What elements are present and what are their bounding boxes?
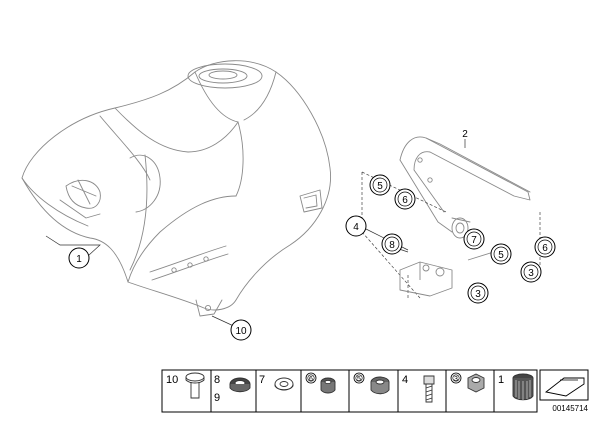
legend-item-1[interactable]: 1 [498,373,534,401]
grommet-icon [229,377,251,393]
svg-text:10: 10 [166,374,178,386]
svg-text:7: 7 [259,374,265,386]
nut-icon [467,373,485,393]
fuel-tank-drawing [21,60,332,317]
callout-2[interactable]: 2 [462,129,468,140]
callout-5-upper[interactable]: 5 [369,174,391,196]
callout-10[interactable]: 10 [230,319,252,341]
reference-number: 00145714 [552,404,588,413]
svg-text:3: 3 [454,376,458,383]
callout-5-lower[interactable]: 5 [490,243,512,265]
navigation-arrow-icon[interactable] [539,369,589,401]
callout-6-lower[interactable]: 6 [534,236,556,258]
bolt-icon [423,375,435,403]
svg-text:5: 5 [357,376,361,383]
callout-1[interactable]: 1 [68,247,90,269]
svg-text:4: 4 [353,222,359,233]
svg-text:8: 8 [214,374,220,386]
svg-text:6: 6 [542,243,548,254]
legend-item-8-9[interactable]: 8 9 [214,374,251,404]
legend-item-7[interactable]: 7 [259,374,294,391]
svg-text:3: 3 [475,289,481,300]
washer-icon [274,377,294,391]
legend-item-4[interactable]: 4 [402,374,435,403]
callout-7[interactable]: 7 [463,228,485,250]
svg-text:3: 3 [528,268,534,279]
legend-item-3[interactable]: 3 [450,372,485,393]
legend-item-6[interactable]: 6 [305,372,336,394]
callout-6-upper[interactable]: 6 [394,188,416,210]
svg-text:8: 8 [389,240,395,251]
legend-item-5[interactable]: 5 [353,372,390,395]
callout-4[interactable]: 4 [345,215,367,237]
svg-text:6: 6 [309,376,313,383]
callout-leaders [45,139,466,329]
svg-text:6: 6 [402,195,408,206]
svg-text:2: 2 [462,129,468,140]
bushing-icon [320,377,336,394]
svg-text:9: 9 [214,392,220,404]
svg-text:1: 1 [498,374,504,386]
legend-item-10[interactable]: 10 [166,372,205,399]
svg-text:1: 1 [76,254,82,265]
svg-text:5: 5 [498,250,504,261]
rubber-ring-icon [512,373,534,401]
callout-3-lower[interactable]: 3 [467,282,489,304]
support-bracket-drawing [399,136,531,239]
svg-text:10: 10 [235,326,247,337]
svg-text:4: 4 [402,374,408,386]
spacer-icon [370,376,390,395]
svg-text:5: 5 [377,181,383,192]
rivet-icon [185,372,205,399]
callouts: 1 10 2 5 6 4 8 7 [68,129,556,341]
callout-3-right[interactable]: 3 [520,261,542,283]
svg-text:7: 7 [471,235,477,246]
parts-legend: 10 8 9 7 [161,369,589,413]
callout-8-left[interactable]: 8 [381,233,403,255]
